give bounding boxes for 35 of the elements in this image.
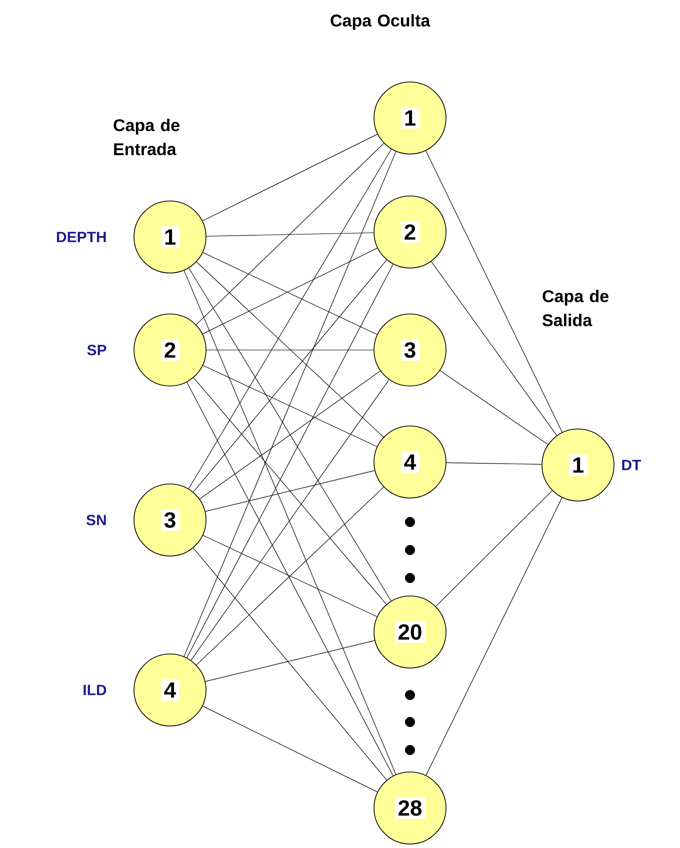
connection-line — [206, 232, 374, 237]
connection-line — [193, 260, 387, 492]
variable-label: ILD — [84, 684, 106, 696]
variable-label: DEPTH — [56, 232, 106, 242]
variable-label: SN — [86, 514, 106, 526]
connection-line — [446, 462, 542, 465]
connection-line — [196, 486, 384, 666]
connection-line — [184, 270, 396, 775]
connection-line — [205, 640, 375, 682]
connection-line — [193, 548, 387, 780]
connection-line — [440, 370, 548, 445]
connection-line — [426, 150, 562, 433]
connection-line — [196, 262, 384, 438]
variable-label: SP — [87, 344, 106, 356]
connection-line — [202, 706, 378, 792]
connection-line — [199, 370, 381, 500]
connection-line — [193, 377, 387, 605]
connection-line — [186, 264, 394, 658]
connection-line — [202, 535, 378, 617]
connection-line — [184, 151, 396, 657]
layer-heading: Capa de Entrada — [114, 118, 180, 156]
layer-heading: Capa de Salida — [542, 290, 608, 326]
connection-line — [205, 470, 375, 512]
layer-heading: Capa Oculta — [330, 14, 430, 30]
connection-line — [190, 379, 390, 661]
connection-line — [202, 365, 378, 447]
connection-line — [426, 497, 562, 776]
connection-line — [431, 261, 558, 436]
connection-line — [186, 382, 394, 776]
connection-line — [188, 268, 392, 602]
connection-line — [202, 134, 378, 222]
connection-line — [196, 143, 384, 325]
connection-line — [188, 148, 392, 490]
variable-label: DT — [622, 460, 642, 470]
connection-line — [436, 490, 552, 607]
